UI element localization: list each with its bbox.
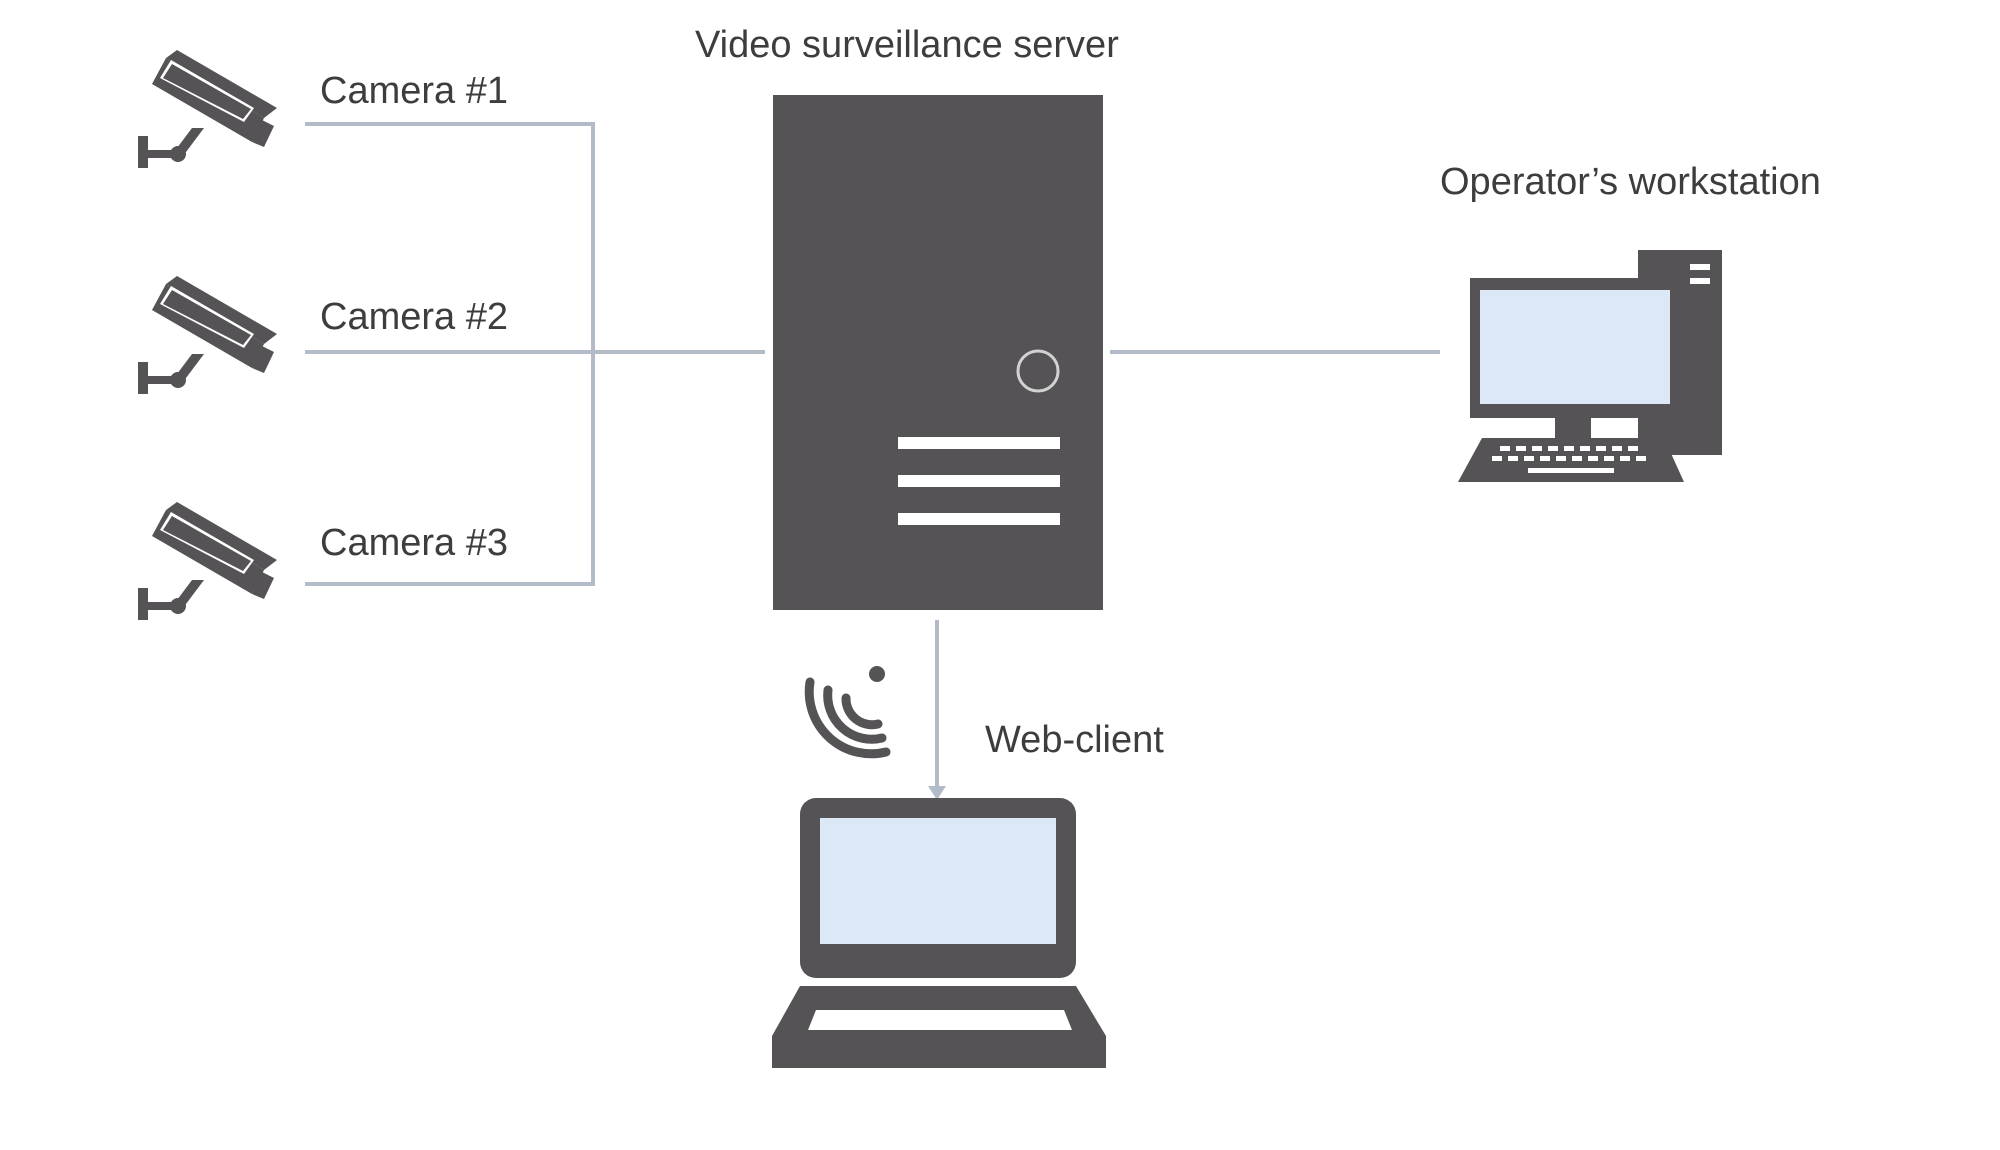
server-drive-slot (898, 437, 1060, 449)
pc-keyboard (1458, 438, 1684, 482)
web-client-label: Web-client (985, 719, 1164, 761)
camera-1-label: Camera #1 (320, 70, 508, 112)
server-power-button (1016, 349, 1060, 393)
web-client-arrowhead (928, 786, 946, 800)
camera-2-icon (138, 276, 277, 394)
server-tower-icon (773, 95, 1103, 610)
camera-3-label: Camera #3 (320, 522, 508, 564)
pc-screen (1480, 290, 1670, 404)
server-label: Video surveillance server (695, 24, 1119, 66)
wireless-signal-icon (804, 666, 891, 759)
workstation-label: Operator’s workstation (1440, 161, 1821, 203)
desktop-computer-icon (1458, 250, 1722, 482)
server-drive-slot (898, 513, 1060, 525)
camera-3-icon (138, 502, 277, 620)
camera-1-icon (138, 50, 277, 168)
laptop-screen (820, 818, 1056, 944)
laptop-keyboard (808, 1010, 1072, 1030)
server-drive-slot (898, 475, 1060, 487)
laptop-icon (772, 798, 1106, 1068)
camera-2-label: Camera #2 (320, 296, 508, 338)
